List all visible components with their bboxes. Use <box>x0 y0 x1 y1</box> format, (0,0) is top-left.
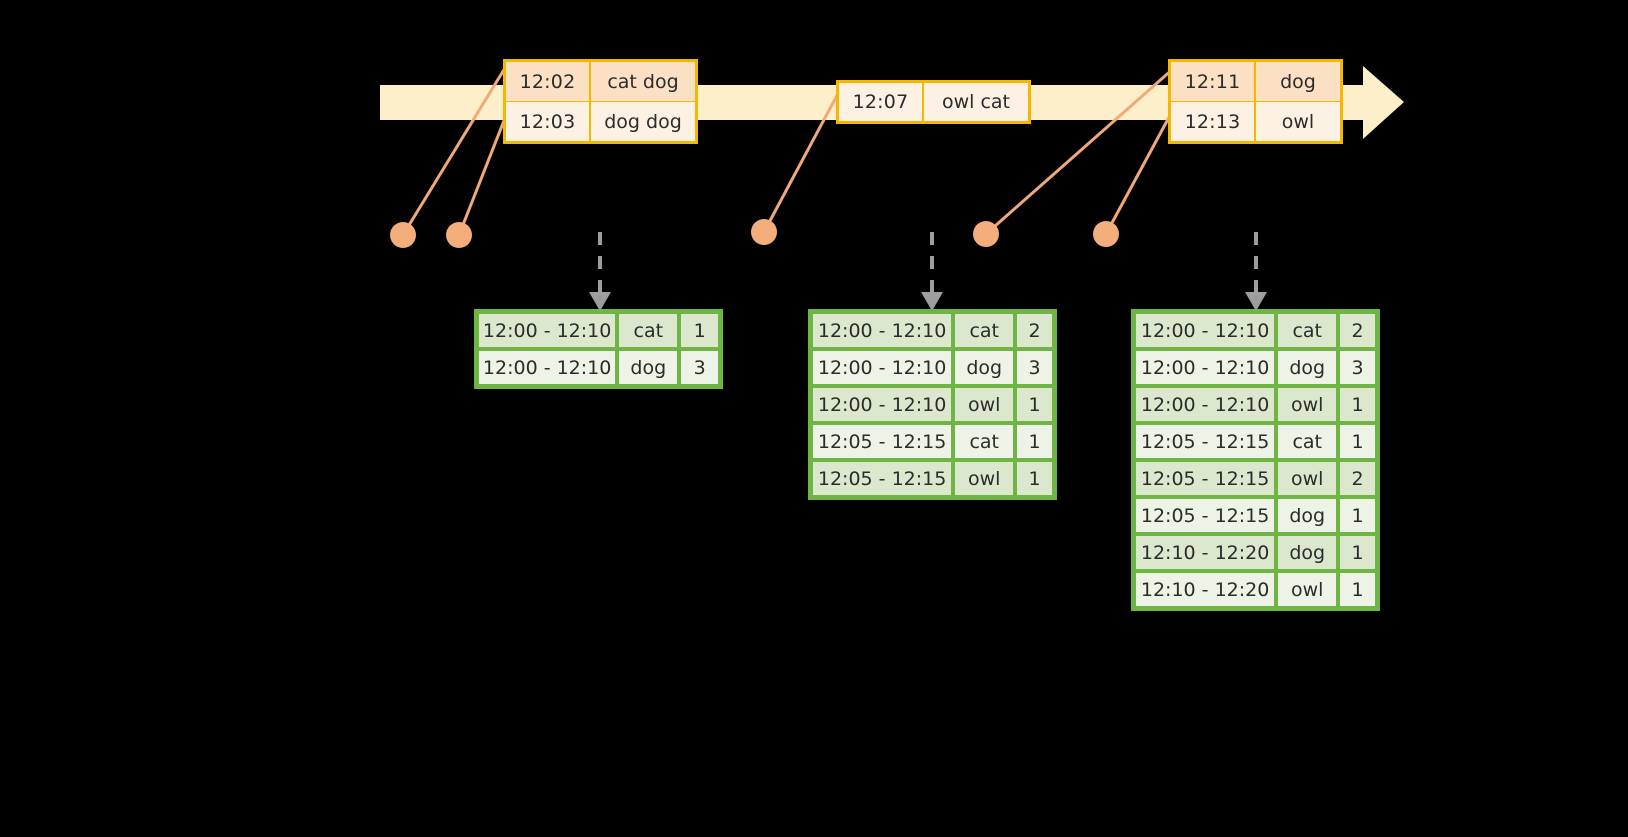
cell-count: 1 <box>1016 424 1053 459</box>
event-words: dog dog <box>604 110 682 133</box>
event-row[interactable]: 12:02 cat dog <box>506 62 695 102</box>
cell-key: cat <box>954 313 1015 348</box>
cell-count: 1 <box>680 313 719 348</box>
cell-key: cat <box>954 424 1015 459</box>
cell-key: dog <box>1277 535 1338 570</box>
cell-window: 12:10 - 12:20 <box>1135 535 1276 570</box>
cell-key: dog <box>1277 498 1338 533</box>
cell-count: 2 <box>1339 461 1376 496</box>
event-time: 12:03 <box>506 102 591 141</box>
event-words: owl <box>1281 110 1315 133</box>
event-box-group-2[interactable]: 12:07 owl cat <box>836 80 1031 124</box>
event-time: 12:02 <box>506 62 591 101</box>
cell-window: 12:00 - 12:10 <box>812 387 953 422</box>
event-words: dog <box>1280 70 1316 93</box>
event-row[interactable]: 12:11 dog <box>1171 62 1340 102</box>
cell-window: 12:05 - 12:15 <box>1135 498 1276 533</box>
cell-count: 2 <box>1339 313 1376 348</box>
cell-window: 12:00 - 12:10 <box>478 350 617 385</box>
event-time: 12:07 <box>839 83 924 121</box>
event-words: cat dog <box>607 70 679 93</box>
event-time: 12:11 <box>1171 62 1256 101</box>
cell-window: 12:00 - 12:10 <box>1135 387 1276 422</box>
connector-dot <box>1093 221 1119 247</box>
cell-key: owl <box>954 461 1015 496</box>
cell-key: cat <box>1277 313 1338 348</box>
cell-key: owl <box>1277 387 1338 422</box>
cell-window: 12:05 - 12:15 <box>1135 424 1276 459</box>
cell-count: 1 <box>1339 387 1376 422</box>
down-arrows <box>589 232 1267 311</box>
event-row[interactable]: 12:03 dog dog <box>506 102 695 141</box>
event-row[interactable]: 12:07 owl cat <box>839 83 1028 121</box>
cell-count: 1 <box>1016 461 1053 496</box>
event-words: owl cat <box>941 91 1011 113</box>
connector-dot <box>446 222 472 248</box>
cell-key: cat <box>1277 424 1338 459</box>
cell-key: dog <box>618 350 679 385</box>
cell-count: 3 <box>1339 350 1376 385</box>
connector-dot <box>751 219 777 245</box>
event-box-group-1[interactable]: 12:02 cat dog 12:03 dog dog <box>503 59 698 144</box>
cell-count: 1 <box>1339 424 1376 459</box>
cell-window: 12:00 - 12:10 <box>1135 313 1276 348</box>
cell-count: 1 <box>1339 498 1376 533</box>
cell-window: 12:10 - 12:20 <box>1135 572 1276 607</box>
cell-key: dog <box>954 350 1015 385</box>
event-box-group-3[interactable]: 12:11 dog 12:13 owl <box>1168 59 1343 144</box>
event-time: 12:13 <box>1171 102 1256 141</box>
cell-window: 12:05 - 12:15 <box>1135 461 1276 496</box>
connector-dot <box>973 221 999 247</box>
cell-key: cat <box>618 313 679 348</box>
cell-count: 1 <box>1016 387 1053 422</box>
connector-dot <box>390 222 416 248</box>
cell-key: owl <box>1277 572 1338 607</box>
cell-count: 3 <box>680 350 719 385</box>
cell-key: dog <box>1277 350 1338 385</box>
cell-count: 3 <box>1016 350 1053 385</box>
cell-key: owl <box>1277 461 1338 496</box>
cell-window: 12:00 - 12:10 <box>812 313 953 348</box>
cell-window: 12:05 - 12:15 <box>812 461 953 496</box>
connector-dots <box>390 219 1119 248</box>
cell-count: 1 <box>1339 572 1376 607</box>
cell-window: 12:00 - 12:10 <box>812 350 953 385</box>
cell-key: owl <box>954 387 1015 422</box>
cell-window: 12:00 - 12:10 <box>478 313 617 348</box>
cell-window: 12:00 - 12:10 <box>1135 350 1276 385</box>
cell-count: 2 <box>1016 313 1053 348</box>
cell-count: 1 <box>1339 535 1376 570</box>
event-row[interactable]: 12:13 owl <box>1171 102 1340 141</box>
cell-window: 12:05 - 12:15 <box>812 424 953 459</box>
